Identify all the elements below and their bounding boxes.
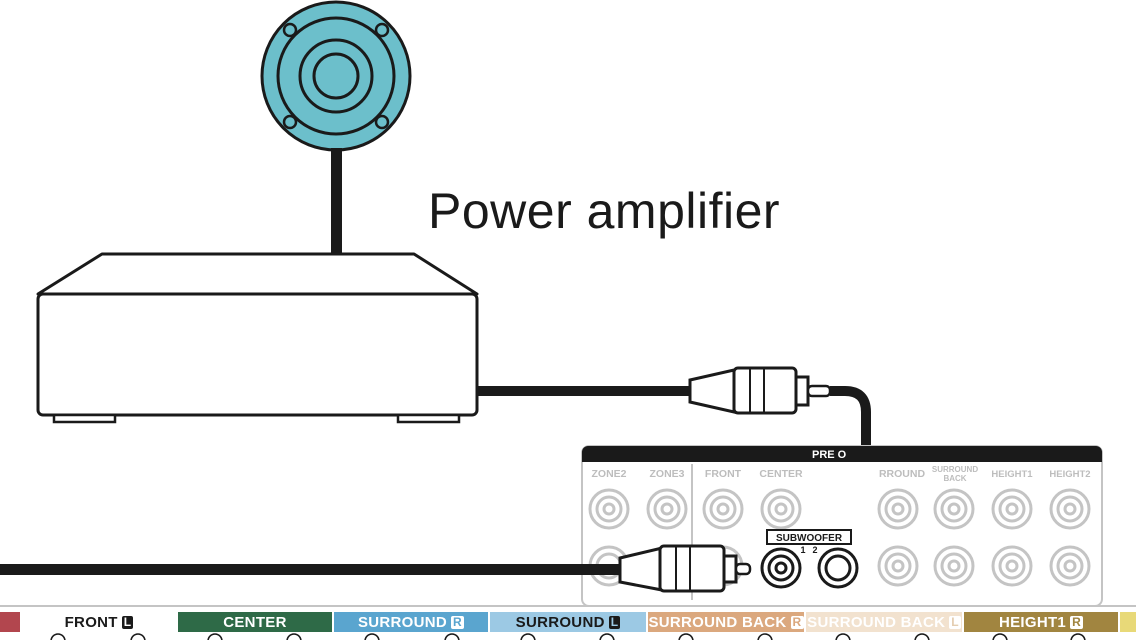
jack-label-zone2: ZONE2	[591, 468, 626, 480]
power-amplifier-label: Power amplifier	[428, 183, 781, 239]
panel-header: PRE O	[812, 449, 847, 461]
legend-text: HEIGHT1	[998, 613, 1067, 631]
jack-label-center: CENTER	[759, 468, 803, 480]
legend-left-strip	[0, 612, 20, 632]
legend-height1-r: HEIGHT1 R	[964, 612, 1118, 632]
speaker-icon	[260, 0, 412, 152]
legend-badge: R	[451, 614, 465, 629]
amp-output-cable	[477, 386, 692, 396]
subwoofer-num-2: 2	[812, 545, 817, 555]
legend-divider	[0, 605, 1136, 607]
legend-badge: L	[608, 614, 621, 629]
legend-text: SURROUND	[357, 613, 448, 631]
legend-text: CENTER	[223, 613, 287, 631]
lower-cable	[0, 564, 624, 575]
legend-badge: L	[949, 614, 961, 629]
rca-plug-lower	[618, 544, 752, 593]
speaker-cable	[331, 148, 342, 254]
legend-surround-back-l: SURROUND BACK L	[806, 612, 962, 632]
legend-center: CENTER	[178, 612, 332, 632]
legend-text: SURROUND BACK	[807, 613, 946, 631]
jack-label-height1: HEIGHT1	[991, 469, 1033, 480]
terminal-markers	[50, 633, 1086, 640]
rca-plug-upper	[688, 366, 832, 415]
legend-badge: R	[1070, 614, 1084, 629]
jack-label-zone3: ZONE3	[649, 468, 684, 480]
legend-surround-r: SURROUND R	[334, 612, 488, 632]
subwoofer-label: SUBWOOFER	[776, 533, 843, 544]
legend-badge: R	[790, 614, 804, 629]
legend-surround-l: SURROUND L	[490, 612, 646, 632]
legend-right-edge	[1120, 612, 1136, 632]
subwoofer-jacks	[760, 547, 859, 589]
jack-label-surround-back-1: SURROUND	[932, 465, 978, 474]
jack-label-height2: HEIGHT2	[1049, 469, 1090, 480]
power-amplifier	[36, 252, 479, 424]
legend-badge: L	[121, 614, 134, 629]
subwoofer-num-1: 1	[800, 545, 805, 555]
jack-label-surround: RROUND	[879, 468, 925, 480]
legend-surround-back-r: SURROUND BACK R	[648, 612, 804, 632]
legend-front-l: FRONT L	[22, 612, 176, 632]
jack-label-surround-back-2: BACK	[943, 474, 966, 483]
legend-text: FRONT	[64, 613, 118, 631]
legend-text: SURROUND BACK	[648, 613, 787, 631]
legend-text: SURROUND	[515, 613, 605, 631]
jack-label-front: FRONT	[705, 468, 742, 480]
